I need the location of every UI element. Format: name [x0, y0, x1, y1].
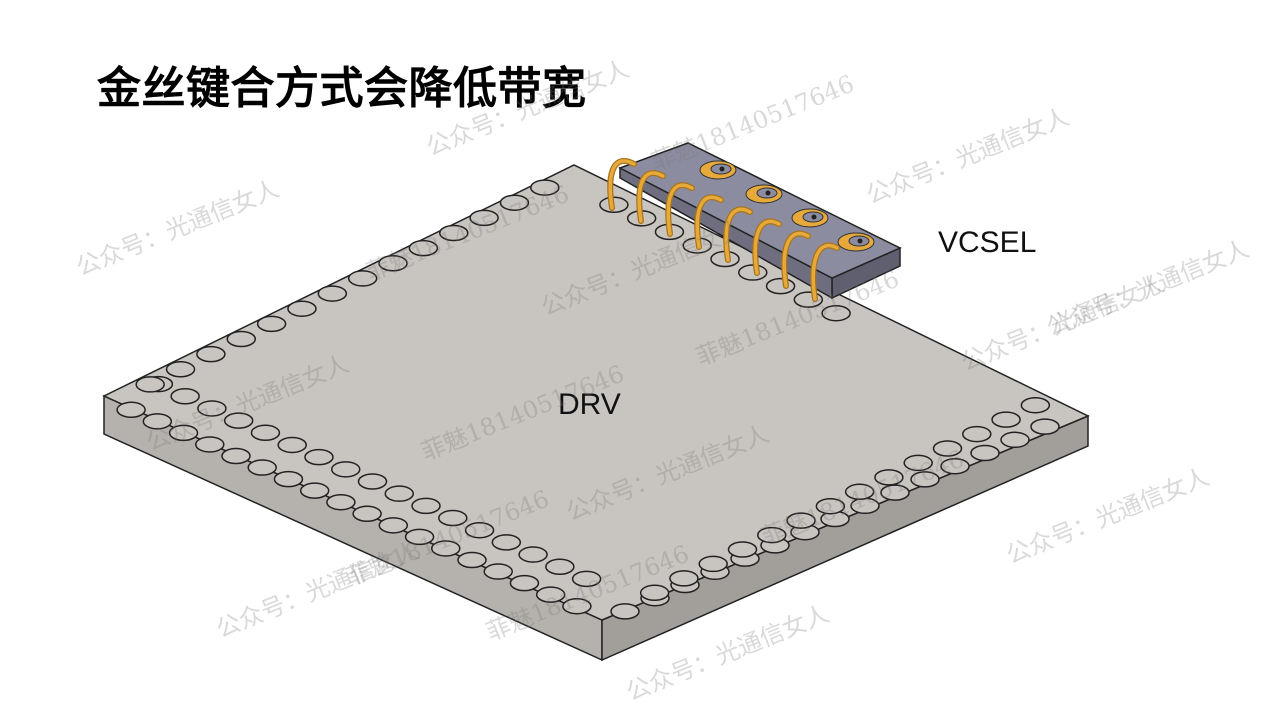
bond-pad — [250, 424, 281, 442]
bond-pad — [439, 224, 469, 242]
bond-pad — [518, 546, 548, 563]
bond-pad — [277, 436, 307, 454]
bond-pad — [727, 541, 758, 558]
bond-pad — [135, 376, 165, 393]
bond-pad — [142, 413, 173, 430]
bond-pad — [384, 485, 415, 502]
emitter-dot — [719, 166, 725, 172]
bond-pad — [347, 270, 378, 287]
bond-pad — [247, 459, 277, 476]
bond-pad — [273, 470, 304, 488]
bond-pad — [571, 570, 602, 588]
emitter-dot — [857, 238, 863, 244]
bond-pad — [940, 457, 970, 475]
bond-pad — [491, 534, 522, 551]
bond-pad — [299, 482, 330, 499]
bond-pad — [116, 401, 146, 419]
bond-pad — [991, 411, 1021, 428]
bond-pad — [815, 497, 846, 515]
bond-pad — [932, 440, 963, 457]
bond-pad — [196, 345, 226, 363]
bond-pad — [378, 255, 408, 272]
bond-pad — [545, 558, 575, 575]
bond-pad — [793, 291, 824, 308]
bond-pad — [610, 603, 640, 620]
bond-pad — [880, 484, 910, 501]
bond-pad — [431, 540, 461, 557]
bond-pad — [457, 551, 487, 569]
drv-label: DRV — [558, 388, 621, 421]
bond-pad — [483, 563, 513, 580]
bond-pad — [562, 597, 592, 615]
bond-pad — [165, 361, 196, 378]
bond-pad — [765, 277, 796, 295]
bond-pad — [464, 521, 495, 539]
bond-pad — [738, 264, 768, 281]
bond-pad — [757, 526, 787, 544]
bond-pad — [168, 424, 199, 442]
bond-pad — [910, 471, 940, 488]
bond-wire — [666, 183, 694, 236]
bond-pad — [352, 505, 382, 523]
bond-pad — [1030, 418, 1060, 435]
bond-pad — [903, 454, 933, 472]
bond-pad — [287, 300, 317, 317]
bond-pad — [256, 315, 287, 333]
bond-pad — [317, 285, 348, 302]
bond-pad — [1000, 431, 1030, 449]
emitter-dot — [765, 190, 771, 196]
bond-pad — [874, 469, 904, 486]
bond-pad — [535, 586, 566, 603]
emitter-dot — [811, 214, 817, 220]
bond-wire — [753, 219, 781, 275]
bond-pad — [821, 304, 851, 322]
bond-pad — [326, 493, 356, 511]
bond-wire — [608, 159, 636, 210]
bond-wire — [811, 243, 839, 301]
bond-pad — [223, 412, 254, 429]
bond-pad — [499, 194, 530, 211]
bond-pad — [469, 209, 499, 227]
page-title: 金丝键合方式会降低带宽 — [97, 63, 587, 114]
bond-pad — [357, 473, 388, 490]
bond-wire — [782, 231, 810, 288]
drv-pads — [116, 179, 1060, 620]
bond-pad — [221, 447, 251, 465]
bond-pad — [1020, 396, 1051, 414]
bond-pad — [404, 528, 435, 546]
bond-pad — [844, 483, 875, 501]
bond-pad — [669, 570, 699, 587]
bond-pad — [226, 330, 256, 348]
bond-pad — [786, 512, 816, 529]
bond-wire — [695, 195, 723, 249]
bond-pad — [509, 574, 540, 592]
bond-pad — [170, 388, 200, 405]
bond-pad — [850, 497, 880, 515]
bond-pad — [197, 400, 227, 417]
bond-pad — [195, 436, 225, 453]
bond-pad — [330, 461, 361, 478]
bond-pad — [639, 584, 670, 602]
bond-pad — [438, 509, 468, 527]
bond-pad — [962, 425, 992, 443]
bond-wires — [607, 157, 840, 302]
bond-pad — [530, 179, 560, 196]
bond-pad — [411, 497, 441, 515]
vcsel-label: VCSEL — [938, 226, 1037, 259]
bond-pad — [408, 239, 439, 257]
bond-wire — [724, 207, 752, 262]
bond-wire — [637, 171, 665, 223]
bond-pad — [970, 444, 1000, 462]
bond-pad — [378, 517, 409, 534]
bond-pad — [698, 555, 728, 573]
bond-pad — [304, 448, 334, 466]
vcsel-emitters — [699, 160, 875, 252]
